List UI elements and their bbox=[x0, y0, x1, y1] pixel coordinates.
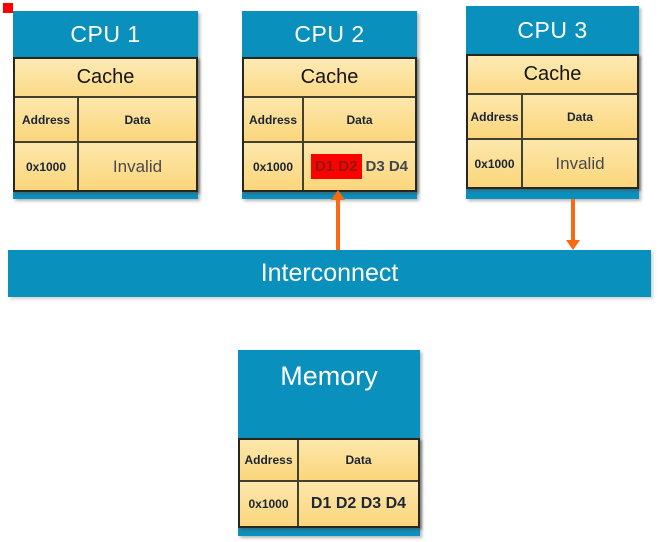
interconnect-bar: Interconnect bbox=[8, 250, 651, 297]
arrow-cpu3-to-interconnect bbox=[571, 199, 575, 240]
cpu2-address-header: Address bbox=[244, 98, 304, 143]
cpu3-cache-table: Cache Address Data 0x1000 Invalid bbox=[466, 54, 639, 189]
cpu1-data-value: Invalid bbox=[79, 143, 196, 190]
cpu2-data-value: D1 D2 D3 D4 bbox=[304, 143, 415, 190]
cpu1-cache-label: Cache bbox=[15, 59, 196, 98]
cpu3-address-header: Address bbox=[468, 95, 523, 140]
arrow-interconnect-to-cpu2 bbox=[336, 199, 340, 250]
cpu3-address-value: 0x1000 bbox=[468, 140, 523, 187]
cpu2-data-rest: D3 D4 bbox=[365, 158, 409, 175]
arrow-up-head-icon bbox=[331, 190, 345, 200]
cpu3-data-value: Invalid bbox=[523, 140, 637, 187]
cpu1-address-value: 0x1000 bbox=[15, 143, 79, 190]
cpu2-box: CPU 2 Cache Address Data 0x1000 D1 D2 D3… bbox=[242, 11, 417, 199]
cpu3-cache-label: Cache bbox=[468, 56, 637, 95]
cpu2-cache-label: Cache bbox=[244, 59, 415, 98]
arrow-down-head-icon bbox=[566, 240, 580, 250]
cpu1-title: CPU 1 bbox=[70, 20, 141, 47]
memory-table: Address Data 0x1000 D1 D2 D3 D4 bbox=[238, 438, 420, 528]
cpu2-data-header: Data bbox=[304, 98, 415, 143]
cpu2-cache-table: Cache Address Data 0x1000 D1 D2 D3 D4 bbox=[242, 57, 417, 192]
cpu3-data-header: Data bbox=[523, 95, 637, 140]
memory-data-value: D1 D2 D3 D4 bbox=[299, 482, 418, 526]
cpu2-address-value: 0x1000 bbox=[244, 143, 304, 190]
memory-address-header: Address bbox=[240, 440, 299, 482]
memory-data-header: Data bbox=[299, 440, 418, 482]
cpu1-address-header: Address bbox=[15, 98, 79, 143]
memory-address-value: 0x1000 bbox=[240, 482, 299, 526]
cpu1-box: CPU 1 Cache Address Data 0x1000 Invalid bbox=[13, 11, 198, 199]
cpu3-box: CPU 3 Cache Address Data 0x1000 Invalid bbox=[466, 6, 639, 199]
cpu1-cache-table: Cache Address Data 0x1000 Invalid bbox=[13, 57, 198, 192]
interconnect-label: Interconnect bbox=[260, 259, 399, 287]
cpu1-data-header: Data bbox=[79, 98, 196, 143]
memory-title: Memory bbox=[280, 360, 378, 391]
memory-box: Memory Address Data 0x1000 D1 D2 D3 D4 bbox=[238, 350, 420, 536]
red-corner-marker bbox=[3, 3, 13, 13]
cpu3-title: CPU 3 bbox=[517, 16, 588, 43]
cpu2-data-highlight: D1 D2 bbox=[310, 154, 362, 179]
cpu2-title: CPU 2 bbox=[294, 20, 365, 47]
